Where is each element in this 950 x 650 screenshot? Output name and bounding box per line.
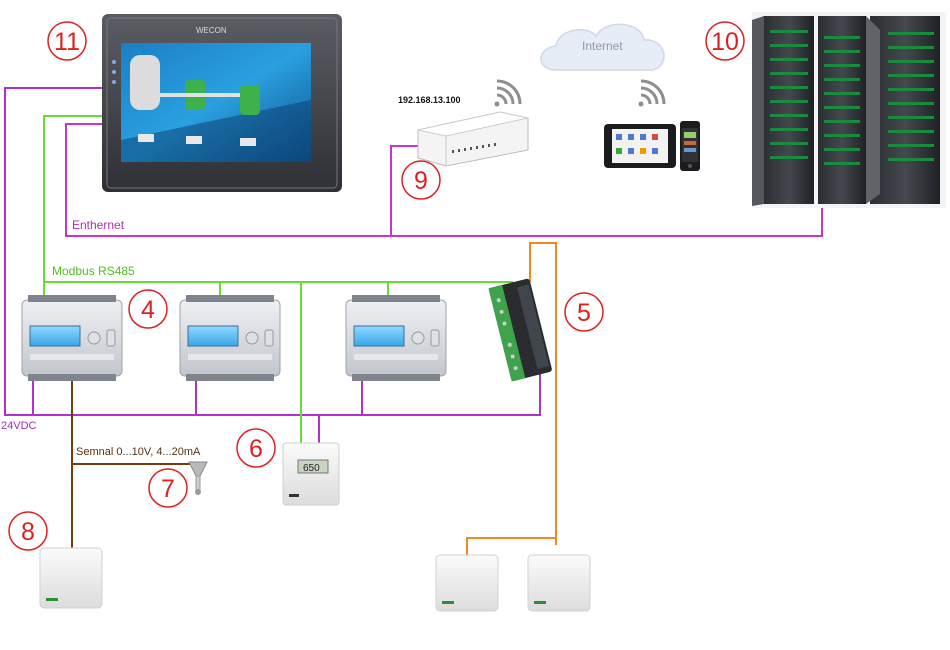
svg-text:7: 7 [161,475,175,503]
sensor-display-value: 650 [303,463,320,474]
svg-text:10: 10 [711,28,739,56]
svg-text:11: 11 [54,28,80,56]
cloud-icon: Internet [540,23,665,71]
marker-9: 9 [401,160,441,200]
wires [4,87,823,555]
controller-icon [345,295,447,381]
orange-bus [529,242,557,545]
router-icon [417,111,529,167]
probe-sensor-icon [188,461,208,495]
marker-5: 5 [564,292,604,332]
svg-text:9: 9 [414,167,428,195]
svg-text:6: 6 [249,435,263,463]
io-module-icon [488,278,552,382]
marker-10: 10 [705,21,745,61]
tablet-icon [604,124,676,168]
controller-icon [21,295,123,381]
wall-sensor-icon [39,547,103,609]
ethernet-label: Enthernet [72,218,125,232]
wall-sensor-icon: 650 [282,442,340,506]
marker-8: 8 [8,511,48,551]
wall-sensor-icon [435,554,499,612]
power-label: 24VDC [1,420,37,432]
orange-drop-left [466,537,556,555]
wifi-icon [638,79,666,107]
power-line [4,87,541,416]
wall-sensor-icon [527,554,591,612]
ethernet-router-link [390,145,418,236]
svg-text:8: 8 [21,518,35,546]
marker-4: 4 [128,289,168,329]
marker-11: 11 [47,21,87,61]
marker-6: 6 [236,428,276,468]
hmi-brand-label: WECON [196,26,227,35]
hmi-panel-icon: WECON [102,14,342,192]
phone-icon [680,121,700,171]
signal-label: Semnal 0...10V, 4...20mA [76,446,201,458]
wifi-icon [494,79,522,107]
ethernet-line [65,123,823,237]
server-rack-icon [752,12,946,208]
marker-7: 7 [148,468,188,508]
controller-icon [179,295,281,381]
router-ip-label: 192.168.13.100 [398,95,461,105]
modbus-label: Modbus RS485 [52,264,135,278]
svg-text:4: 4 [141,296,155,324]
svg-text:5: 5 [577,299,591,327]
cloud-label: Internet [582,39,623,53]
